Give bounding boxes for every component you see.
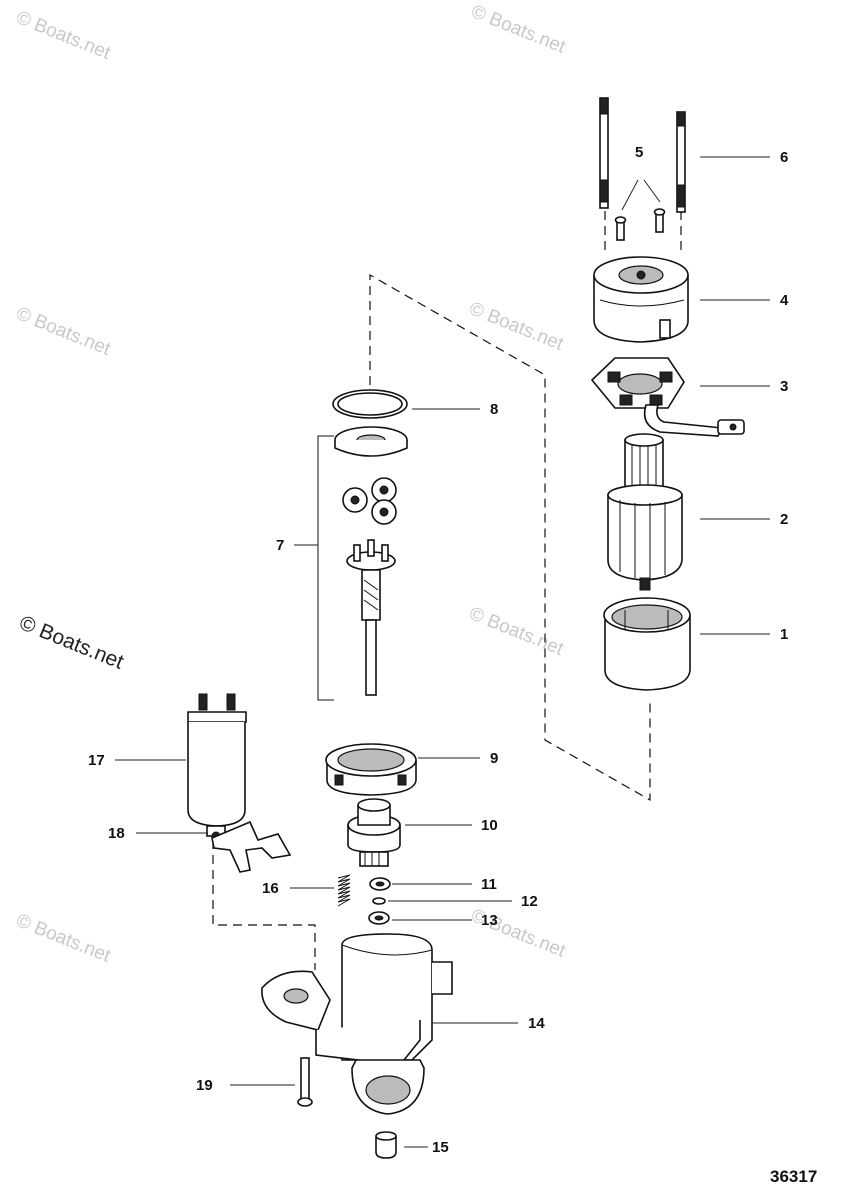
callout-16: 16 bbox=[262, 880, 279, 897]
planetary-kit-bracket bbox=[317, 435, 334, 701]
callout-9: 9 bbox=[490, 750, 498, 767]
callout-18: 18 bbox=[108, 825, 125, 842]
callout-5: 5 bbox=[635, 144, 643, 161]
callout-13: 13 bbox=[481, 912, 498, 929]
shift-lever bbox=[211, 820, 292, 873]
watermark-dark: © Boats.net bbox=[16, 611, 127, 674]
mounting-bolt bbox=[297, 1057, 313, 1107]
watermark: © Boats.net bbox=[466, 603, 567, 660]
screws bbox=[614, 208, 666, 241]
ring-gear bbox=[325, 743, 417, 796]
solenoid bbox=[187, 693, 247, 841]
callout-10: 10 bbox=[481, 817, 498, 834]
callout-15: 15 bbox=[432, 1139, 449, 1156]
callout-14: 14 bbox=[528, 1015, 545, 1032]
field-housing bbox=[603, 597, 691, 691]
drive-pinion bbox=[347, 798, 401, 867]
callout-2: 2 bbox=[780, 511, 788, 528]
callout-11: 11 bbox=[481, 876, 497, 893]
end-cap bbox=[593, 256, 689, 343]
callout-19: 19 bbox=[196, 1077, 213, 1094]
output-shaft bbox=[346, 539, 396, 696]
gear-plate bbox=[334, 426, 408, 457]
watermark: © Boats.net bbox=[13, 7, 114, 64]
through-bolts bbox=[599, 97, 686, 213]
bushing bbox=[375, 1131, 397, 1159]
brush-plate bbox=[590, 357, 745, 437]
callout-6: 6 bbox=[780, 149, 788, 166]
spring bbox=[337, 874, 351, 907]
watermark: © Boats.net bbox=[468, 1, 569, 58]
retaining-ring bbox=[372, 897, 386, 905]
callout-7: 7 bbox=[276, 537, 284, 554]
armature bbox=[607, 433, 683, 591]
callout-17: 17 bbox=[88, 752, 105, 769]
callout-labels: 1 2 3 4 5 6 7 8 9 10 11 12 13 14 15 16 1… bbox=[88, 144, 789, 1156]
callout-4: 4 bbox=[780, 292, 789, 309]
planet-gears bbox=[342, 477, 397, 525]
drive-housing bbox=[261, 933, 453, 1115]
callout-1: 1 bbox=[780, 626, 788, 643]
callout-12: 12 bbox=[521, 893, 538, 910]
washer bbox=[368, 911, 390, 925]
watermark: © Boats.net bbox=[466, 298, 567, 355]
assembly-dashed-lines bbox=[212, 200, 682, 970]
stop-ring bbox=[369, 877, 391, 891]
watermark: © Boats.net bbox=[13, 910, 114, 967]
leader-lines bbox=[115, 156, 770, 1148]
callout-8: 8 bbox=[490, 401, 498, 418]
figure-number: 36317 bbox=[770, 1167, 817, 1186]
o-ring bbox=[332, 389, 408, 419]
callout-3: 3 bbox=[780, 378, 788, 395]
watermark: © Boats.net bbox=[13, 303, 114, 360]
